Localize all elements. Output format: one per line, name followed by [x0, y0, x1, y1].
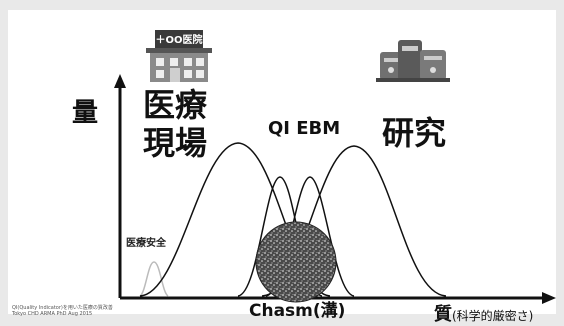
x-axis-sublabel: (科学的厳密さ): [452, 309, 534, 323]
chasm-circle: [255, 221, 337, 303]
x-axis-label-main: 質: [434, 304, 452, 325]
lab-equipment-icon: [376, 40, 450, 82]
clinical-practice-label-line2: 現場: [143, 124, 208, 162]
x-axis-label: 質(科学的厳密さ): [434, 300, 533, 326]
medical-safety-label: 医療安全: [126, 238, 166, 249]
source-note-line1: QI(Quality Indicator)を用いた医療の質改善: [12, 305, 113, 311]
hospital-icon: [146, 30, 212, 82]
y-axis-label: 量: [72, 98, 99, 128]
qi-ebm-label: QI EBM: [268, 118, 341, 139]
hospital-sign-text: ＋OO医院: [155, 33, 202, 46]
clinical-practice-label: 医療 現場: [143, 86, 207, 162]
medical-safety-curve: [139, 261, 169, 297]
research-label: 研究: [382, 114, 447, 152]
source-note-line2: Tokyo CHD ARMA PhD Aug 2015: [12, 311, 93, 317]
y-axis-arrowhead: [114, 74, 126, 88]
x-axis-arrowhead: [542, 292, 556, 304]
clinical-practice-label-line1: 医療: [143, 86, 208, 124]
chasm-label: Chasm(溝): [249, 301, 346, 321]
